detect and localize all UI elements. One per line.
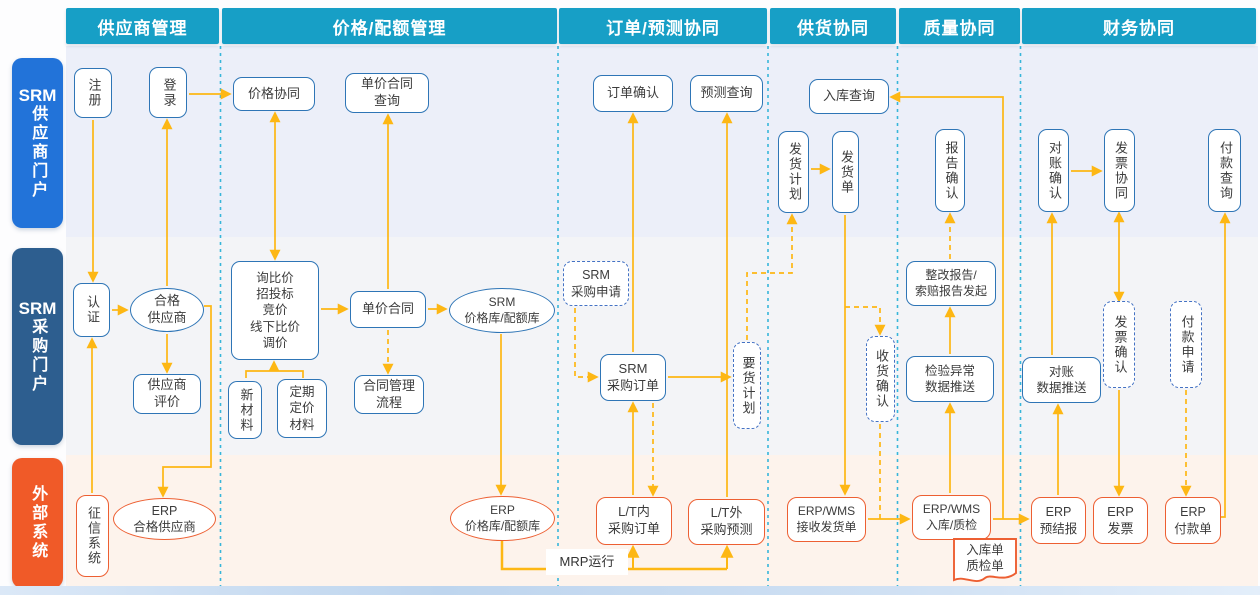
unit-price-contract: 单价合同 [350, 291, 426, 328]
edge-purchase-request-to-po [574, 308, 599, 383]
lane-label-text: 外部系统 [29, 485, 47, 561]
report-confirm: 报告确认 [935, 129, 965, 212]
inspection-abnormal-push: 检验异常 数据推送 [906, 356, 994, 402]
payment-query: 付款查询 [1208, 129, 1241, 212]
lane-label-prefix: SRM [18, 298, 57, 318]
reconciliation-confirm: 对账确认 [1038, 129, 1069, 212]
forecast-query: 预测查询 [690, 75, 763, 112]
header-1: 价格/配额管理 [222, 8, 557, 44]
delivery-request-plan: 要货计划 [733, 342, 761, 429]
lane-label-prefix: SRM [18, 85, 57, 105]
rectification-claim-report: 整改报告/ 索赔报告发起 [906, 261, 996, 306]
lane-label-3: 外部系统 [12, 458, 63, 588]
document-shape [953, 538, 1017, 582]
login: 登录 [149, 67, 187, 118]
header-3: 供货协同 [770, 8, 896, 44]
document-text: 入库单 质检单 [966, 542, 1004, 573]
qualified-supplier: 合格 供应商 [130, 288, 204, 332]
lt-inside-po: L/T内 采购订单 [596, 497, 672, 545]
edge-note-to-receipt-confirm [845, 306, 886, 336]
erp-wms-inbound-qc: ERP/WMS 入库/质检 [912, 495, 991, 540]
bottom-decor-band [0, 586, 1260, 595]
edge-qualified-supplier-to-erp [157, 305, 212, 498]
edge-materials-bracket [245, 370, 304, 378]
receipt-confirm: 收货确认 [866, 336, 895, 422]
erp-price-quota-db: ERP 价格库/配额库 [450, 496, 555, 541]
register: 注册 [74, 68, 112, 118]
header-0: 供应商管理 [66, 8, 219, 44]
payment-request: 付款申请 [1170, 301, 1202, 388]
header-4: 质量协同 [899, 8, 1020, 44]
srm-purchase-order: SRM 采购订单 [600, 354, 666, 401]
pricing-methods: 询比价 招投标 竞价 线下比价 调价 [231, 261, 319, 360]
edge-mrp-run-line [500, 541, 727, 571]
erp-qualified-supplier: ERP 合格供应商 [113, 498, 216, 540]
header-5: 财务协同 [1022, 8, 1256, 44]
reconciliation-data-push: 对账 数据推送 [1022, 357, 1101, 403]
srm-purchase-request: SRM 采购申请 [563, 261, 629, 306]
edge-request-plan-to-delivery-plan [746, 213, 798, 340]
periodic-pricing-material: 定期 定价 材料 [277, 379, 327, 438]
erp-wms-receive-delivery: ERP/WMS 接收发货单 [787, 497, 866, 542]
price-collaboration: 价格协同 [233, 77, 315, 111]
certification: 认证 [73, 283, 110, 337]
erp-payment-doc: ERP 付款单 [1165, 497, 1221, 544]
contract-management-flow: 合同管理 流程 [354, 375, 424, 414]
srm-price-quota-db: SRM 价格库/配额库 [449, 288, 555, 333]
order-confirm: 订单确认 [593, 75, 673, 112]
lane-label-text: 采购门户 [29, 318, 47, 395]
delivery-plan: 发货计划 [778, 131, 809, 213]
erp-invoice: ERP 发票 [1093, 497, 1148, 544]
inbound-qc-doc: 入库单 质检单 [952, 537, 1018, 585]
edge-erp-payment-to-payment-query [1219, 212, 1231, 518]
inbound-query: 入库查询 [809, 79, 889, 114]
header-2: 订单/预测协同 [559, 8, 767, 44]
lane-label-text: 供应商门户 [29, 105, 47, 201]
lt-outside-forecast: L/T外 采购预测 [688, 499, 765, 545]
new-material: 新材料 [228, 381, 262, 439]
erp-pre-settlement: ERP 预结报 [1031, 497, 1086, 544]
invoice-collaboration: 发票协同 [1104, 129, 1135, 212]
edge-inbound-qc-to-inbound-query [889, 91, 1004, 519]
mrp-run-label: MRP运行 [546, 549, 628, 575]
supplier-evaluation: 供应商 评价 [133, 374, 201, 414]
invoice-confirm: 发票确认 [1103, 301, 1135, 388]
credit-system: 征信系统 [76, 495, 109, 577]
delivery-note: 发货单 [832, 131, 859, 213]
unit-price-contract-query: 单价合同 查询 [345, 73, 429, 113]
